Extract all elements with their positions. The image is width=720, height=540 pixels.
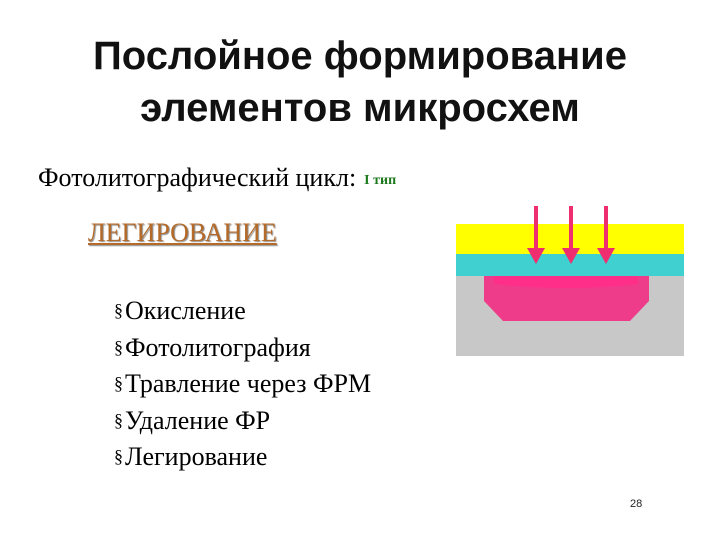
cycle-type-label: I тип — [364, 173, 397, 188]
bullet-icon: § — [114, 446, 123, 466]
list-item: §Травление через ФРМ — [114, 367, 371, 404]
process-steps-list: §Окисление §Фотолитография §Травление че… — [114, 294, 371, 477]
list-item: §Окисление — [114, 294, 371, 331]
cycle-row: Фотолитографический цикл: I тип — [38, 163, 396, 193]
step-label: Окисление — [125, 296, 246, 325]
step-label: Фотолитография — [125, 332, 311, 362]
list-item: §Легирование — [114, 440, 371, 477]
bullet-icon: § — [114, 373, 123, 393]
doping-cross-section-diagram — [456, 206, 684, 356]
bullet-icon: § — [114, 409, 123, 430]
oxide-layer — [456, 254, 684, 276]
bullet-icon: § — [114, 336, 123, 357]
step-label: Травление через ФРМ — [125, 369, 372, 398]
bullet-icon: § — [114, 300, 123, 320]
slide-title: Послойное формирование элементов микросх… — [40, 30, 680, 134]
list-item: §Фотолитография — [114, 331, 371, 368]
arrow-down-icon — [527, 206, 545, 264]
doped-region — [484, 276, 649, 321]
title-line-2: элементов микросхем — [140, 86, 580, 130]
page-number: 28 — [630, 498, 643, 510]
arrow-down-icon — [562, 206, 580, 264]
step-label: Удаление ФР — [125, 405, 271, 435]
list-item: §Удаление ФР — [114, 404, 371, 441]
section-heading: ЛЕГИРОВАНИЕ — [88, 218, 277, 247]
cycle-label: Фотолитографический цикл: — [38, 163, 357, 192]
arrow-down-icon — [597, 206, 615, 264]
title-line-1: Послойное формирование — [93, 34, 627, 78]
doped-region-top — [494, 273, 638, 288]
step-label: Легирование — [125, 442, 268, 471]
